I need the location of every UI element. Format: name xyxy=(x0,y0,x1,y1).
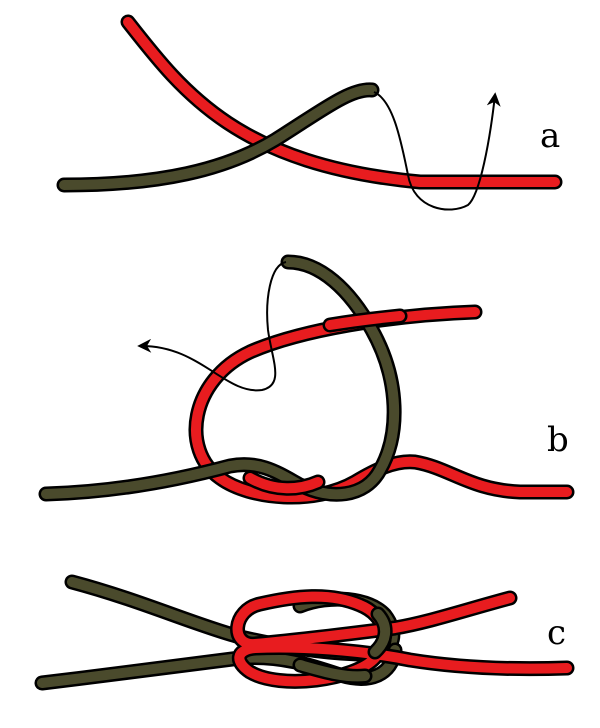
step-label-c: c xyxy=(547,613,566,653)
step-a-motion-arrow xyxy=(373,91,501,211)
step-b-red-rope xyxy=(188,304,575,505)
step-c-illustration: c xyxy=(34,574,575,691)
step-b-motion-arrow xyxy=(137,261,287,392)
step-label-b: b xyxy=(547,420,569,460)
step-b-illustration: b xyxy=(38,254,575,505)
step-a-olive-rope xyxy=(56,82,380,193)
step-a-illustration: a xyxy=(56,14,563,211)
step-label-a: a xyxy=(540,116,560,156)
step-c-red-rope xyxy=(230,589,575,689)
step-a-red-rope xyxy=(120,14,563,190)
